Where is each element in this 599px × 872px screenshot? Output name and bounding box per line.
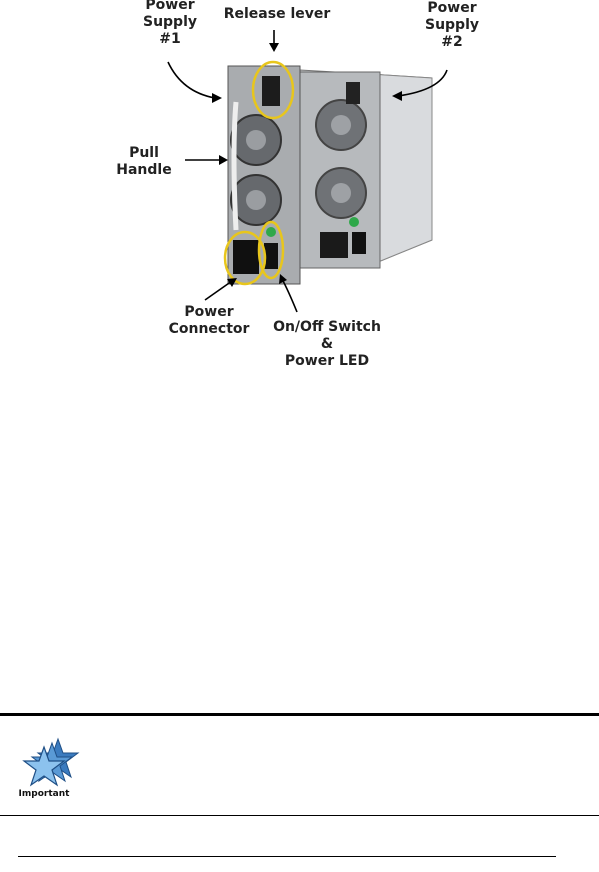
notice-bottom-rule: [0, 815, 599, 816]
label-power-supply-1: Power Supply #1: [142, 0, 198, 47]
power-supply-2-unit: [299, 69, 433, 269]
important-label: Important: [18, 789, 70, 799]
arrow-power-connector: [204, 280, 233, 301]
power-supply-1-unit: [223, 60, 301, 286]
footer-rule: [18, 856, 556, 857]
label-power-connector: Power Connector: [168, 304, 250, 337]
arrow-power-supply-1: [167, 61, 216, 99]
star-icon: [22, 737, 80, 787]
label-pull-handle: Pull Handle: [116, 145, 172, 178]
power-supply-figure: [167, 30, 448, 313]
callout-arrows: [167, 30, 448, 313]
arrow-power-supply-2: [397, 69, 448, 97]
arrow-heads: [212, 43, 402, 287]
label-switch-led: On/Off Switch & Power LED: [273, 319, 381, 369]
label-release-lever: Release lever: [223, 6, 331, 22]
notice-top-rule: [0, 713, 599, 716]
label-power-supply-2: Power Supply #2: [424, 0, 480, 50]
